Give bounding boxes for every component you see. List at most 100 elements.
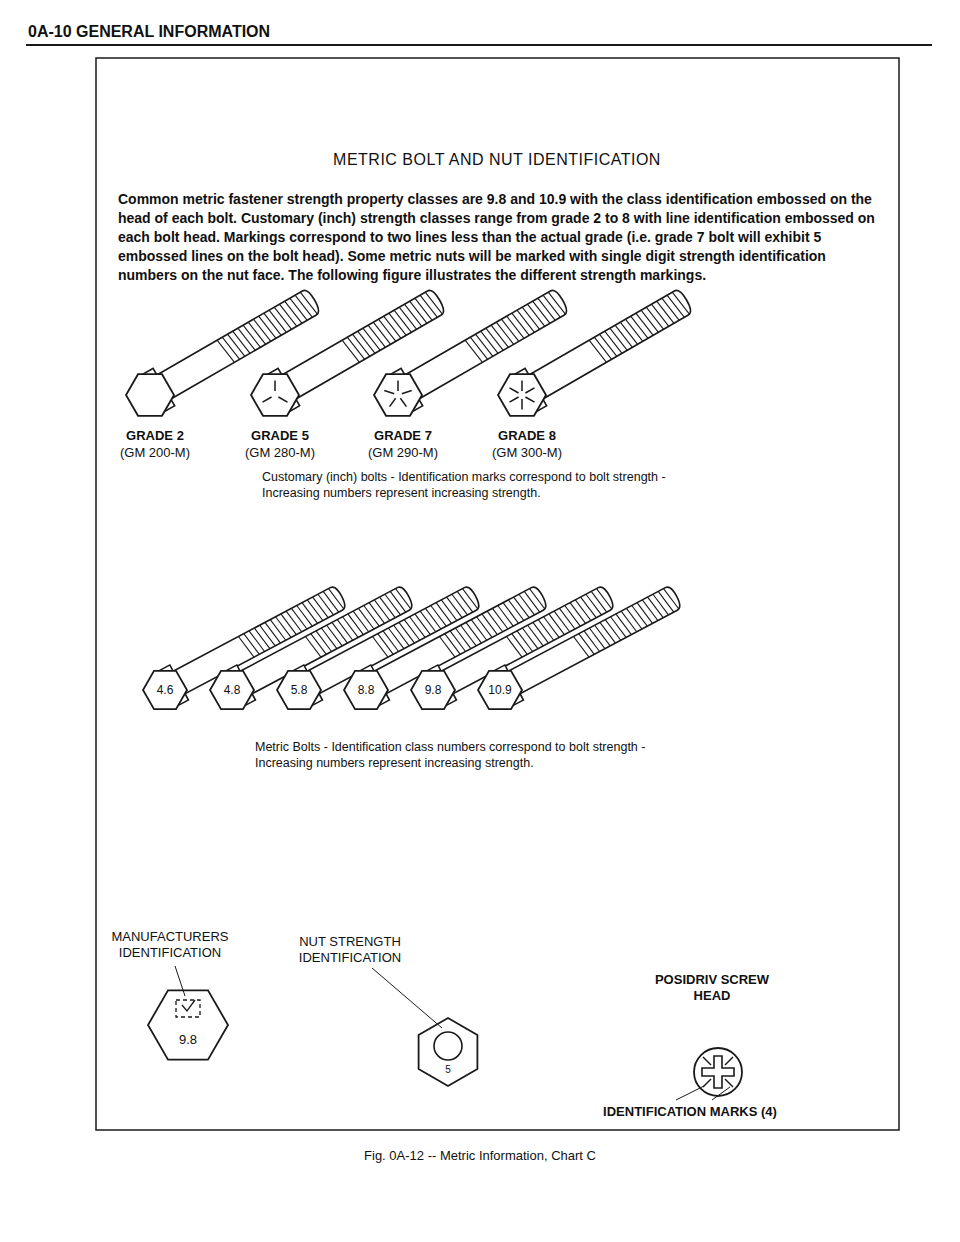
thread-line xyxy=(270,618,286,642)
leader-line xyxy=(372,968,442,1028)
thread-line xyxy=(291,606,307,630)
class-number: 10.9 xyxy=(480,683,520,698)
thread-line xyxy=(385,592,401,616)
thread-line xyxy=(482,612,498,636)
thread-line xyxy=(672,290,689,316)
thread-line xyxy=(452,592,468,616)
thread-line xyxy=(573,635,589,659)
grade-mark xyxy=(525,388,534,393)
thread-line xyxy=(642,598,658,622)
thread-line xyxy=(307,598,323,622)
grade-mark xyxy=(384,391,394,394)
bolt-head-face xyxy=(210,671,254,709)
thread-line xyxy=(313,595,329,619)
thread-line xyxy=(399,621,415,645)
thread-line xyxy=(286,609,302,633)
grade-mark xyxy=(278,397,287,402)
thread-line xyxy=(487,609,503,633)
thread-line xyxy=(512,632,528,656)
figure-caption: Fig. 0A-12 -- Metric Information, Chart … xyxy=(230,1148,730,1164)
thread-line xyxy=(517,629,533,653)
thread-line xyxy=(305,635,321,659)
thread-line xyxy=(664,587,680,611)
grade-mark xyxy=(510,388,519,393)
thread-line xyxy=(538,618,554,642)
thread-line xyxy=(530,587,546,611)
figure-frame xyxy=(96,58,899,1130)
thread-line xyxy=(653,592,669,616)
thread-line xyxy=(372,635,388,659)
grade-label: GRADE 2 xyxy=(105,428,205,444)
identification-mark xyxy=(703,1057,711,1065)
callout-label: MANUFACTURERS IDENTIFICATION xyxy=(95,929,245,962)
thread-line xyxy=(579,632,595,656)
thread-line xyxy=(492,606,508,630)
thread-line xyxy=(337,618,353,642)
thread-line xyxy=(519,592,535,616)
thread-line xyxy=(383,629,399,653)
bolt-shank xyxy=(501,585,683,698)
gm-spec: (GM 280-M) xyxy=(230,445,330,461)
body-paragraph: Common metric fastener strength property… xyxy=(118,190,882,285)
thread-line xyxy=(461,623,477,647)
gm-spec: (GM 300-M) xyxy=(477,445,577,461)
thread-line xyxy=(581,595,597,619)
page-header: 0A-10 GENERAL INFORMATION xyxy=(28,22,428,42)
thread-line xyxy=(565,604,581,628)
thread-line xyxy=(238,635,254,659)
hex-face xyxy=(374,374,422,416)
figure-title: METRIC BOLT AND NUT IDENTIFICATION xyxy=(197,150,797,170)
thread-line xyxy=(323,590,339,614)
figure-note: Metric Bolts - Identification class numb… xyxy=(255,740,695,771)
hex-face xyxy=(478,671,522,709)
thread-line xyxy=(584,629,600,653)
callout-label: POSIDRIV SCREW HEAD xyxy=(652,972,772,1005)
thread-line xyxy=(390,590,406,614)
thread-line xyxy=(374,598,390,622)
bolt-head-face xyxy=(374,374,422,416)
screw-head xyxy=(694,1048,742,1096)
gm-spec: (GM 290-M) xyxy=(353,445,453,461)
leader-line xyxy=(712,1087,730,1100)
grade-label: GRADE 5 xyxy=(230,428,330,444)
thread-line xyxy=(410,615,426,639)
thread-line xyxy=(498,604,514,628)
thread-line xyxy=(244,632,260,656)
grade-label: GRADE 7 xyxy=(353,428,453,444)
thread-line xyxy=(311,632,327,656)
thread-line xyxy=(471,618,487,642)
thread-line xyxy=(522,626,538,650)
thread-line xyxy=(554,609,570,633)
bolt-shank xyxy=(522,288,694,403)
thread-line xyxy=(605,618,621,642)
grade-mark xyxy=(525,397,534,402)
thread-line xyxy=(626,606,642,630)
thread-line xyxy=(508,598,524,622)
thread-line xyxy=(425,290,442,316)
class-number: 4.8 xyxy=(212,683,252,698)
thread-line xyxy=(549,612,565,636)
grade-mark xyxy=(400,398,406,406)
thread-line xyxy=(415,612,431,636)
thread-line xyxy=(457,590,473,614)
thread-line xyxy=(318,592,334,616)
thread-line xyxy=(648,595,664,619)
thread-line xyxy=(447,595,463,619)
thread-line xyxy=(463,587,479,611)
grade-mark xyxy=(274,381,276,391)
thread-line xyxy=(297,604,313,628)
thread-line xyxy=(396,587,412,611)
bolt-head-face xyxy=(498,374,546,416)
identification-mark xyxy=(703,1079,711,1087)
hex-face xyxy=(411,671,455,709)
identification-mark xyxy=(725,1079,733,1087)
thread-line xyxy=(586,592,602,616)
callout-label: NUT STRENGTH IDENTIFICATION xyxy=(280,934,420,967)
header-rule xyxy=(26,44,932,46)
thread-line xyxy=(348,612,364,636)
thread-line xyxy=(300,290,317,316)
thread-line xyxy=(353,609,369,633)
thread-line xyxy=(260,623,276,647)
bolt-head-face xyxy=(148,990,228,1059)
thread-line xyxy=(514,595,530,619)
